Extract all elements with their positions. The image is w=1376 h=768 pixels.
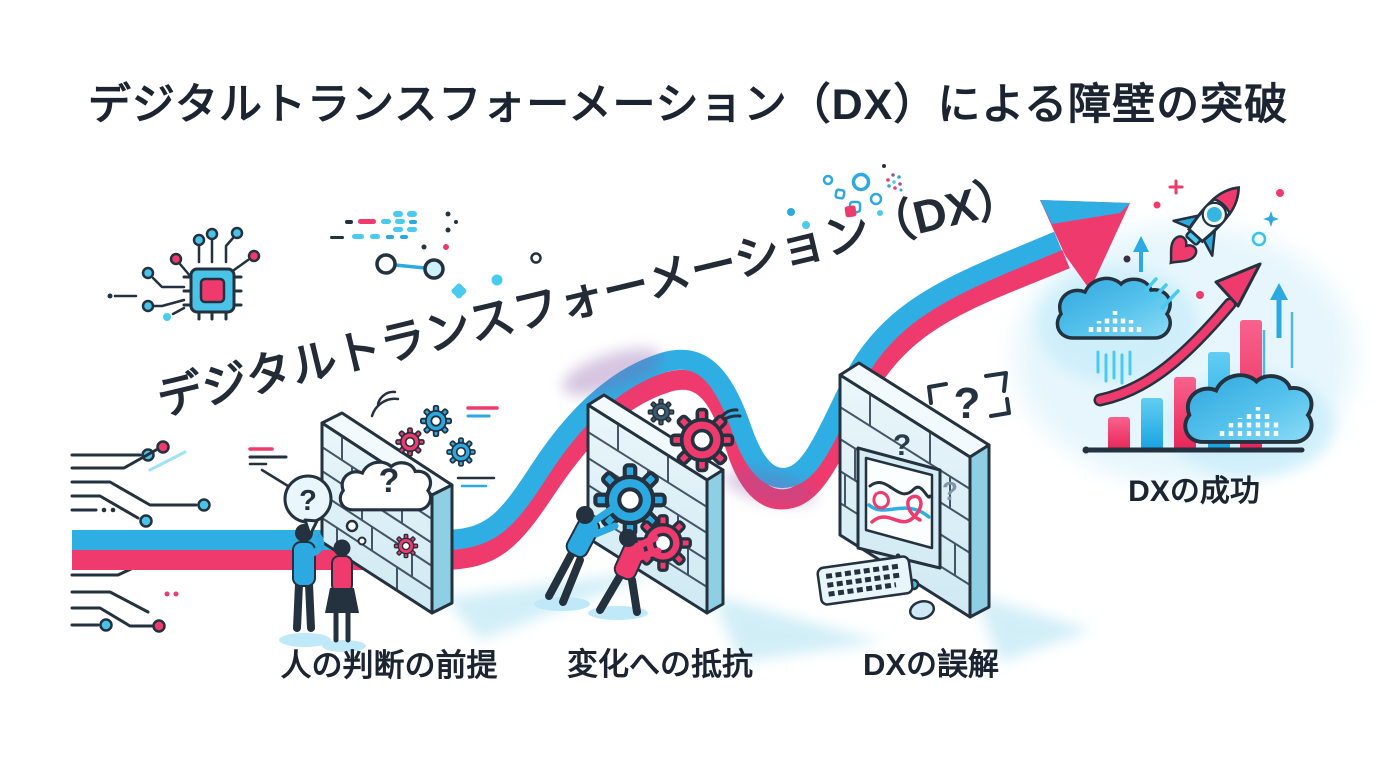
growth-arrow-icon xyxy=(1093,262,1262,407)
person-figure-pusher-blue xyxy=(545,505,619,606)
monitor-on-wall xyxy=(816,446,942,621)
cloud-data-icon-left xyxy=(1055,276,1172,385)
gear-icon xyxy=(393,533,419,559)
question-mark: ? xyxy=(299,485,317,517)
sparkles xyxy=(1123,179,1284,299)
tangled-lines xyxy=(867,481,932,524)
blue-up-arrow-small xyxy=(1133,236,1149,272)
barrier-label-judgment: 人の判断の前提 xyxy=(280,648,498,683)
person-figure-man xyxy=(292,524,325,632)
thinking-people: ? ? xyxy=(279,460,433,652)
barrier-label-resistance: 変化への抵抗 xyxy=(567,647,753,682)
gear-icon xyxy=(647,398,675,426)
blue-up-arrow-large xyxy=(1270,283,1288,338)
keyboard-icon xyxy=(816,555,914,606)
gear-icon xyxy=(669,407,735,473)
thought-bubble-icon: ? xyxy=(338,460,433,546)
gear-icon xyxy=(395,427,425,457)
question-mark: ? xyxy=(954,379,981,428)
rain-lines xyxy=(1096,350,1132,385)
circuit-decoration-top-left xyxy=(70,440,211,528)
cpu-chip-icon xyxy=(107,226,261,321)
success-label: DXの成功 xyxy=(1128,475,1260,508)
gear-cluster-wall1 xyxy=(248,390,499,488)
question-mark: ? xyxy=(942,476,958,506)
confetti-decoration xyxy=(787,164,903,229)
code-dashes-decoration xyxy=(330,211,542,299)
gear-icon xyxy=(419,404,453,438)
ribbon-arrowhead xyxy=(1040,200,1130,290)
cloud-data-icon-right xyxy=(1183,373,1314,444)
dx-flow-ribbon-arrow xyxy=(72,200,1130,570)
dotted-sphere-icon xyxy=(886,173,903,192)
rocket-speed-dashes xyxy=(1144,277,1180,310)
gear-icon xyxy=(595,465,664,534)
success-cluster xyxy=(1055,179,1314,454)
speech-bubble-icon: ? xyxy=(283,474,333,537)
confused-question-marks: ? xyxy=(927,371,1011,428)
mouse-icon xyxy=(908,599,936,621)
monitor-screen xyxy=(864,456,934,550)
person-figure-woman xyxy=(325,539,359,643)
node-link-icon xyxy=(375,253,445,280)
gear-cluster-wall2 xyxy=(595,398,742,572)
question-mark: ? xyxy=(379,462,400,500)
pushing-people xyxy=(534,505,662,620)
question-mark: ? xyxy=(893,429,911,462)
gear-icon xyxy=(446,437,476,467)
page-title: デジタルトランスフォーメーション（DX）による障壁の突破 xyxy=(87,81,1289,129)
rocket-icon xyxy=(1169,186,1240,265)
flame-icon xyxy=(1169,235,1198,265)
barrier-label-misunderstanding: DXの誤解 xyxy=(862,647,1000,682)
person-figure-pusher-pink xyxy=(596,529,662,616)
